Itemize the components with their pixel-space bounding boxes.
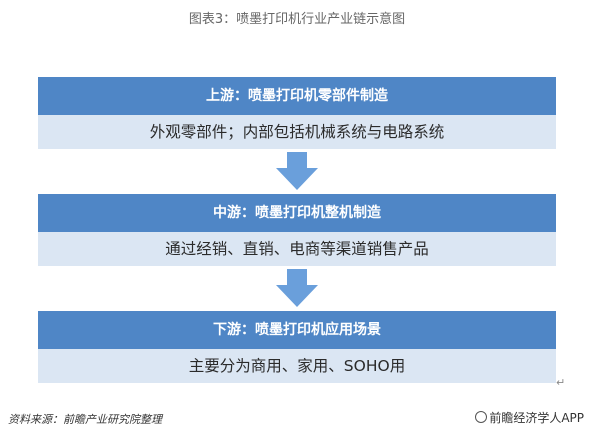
stage-header: 上游：喷墨打印机零部件制造 [38, 77, 556, 115]
stage-header: 中游：喷墨打印机整机制造 [38, 194, 556, 232]
return-mark: ↵ [556, 376, 566, 389]
credit-label: 前瞻经济学人APP [489, 411, 584, 425]
down-arrow-icon [276, 152, 318, 190]
stage-midstream: 中游：喷墨打印机整机制造 通过经销、直销、电商等渠道销售产品 [38, 194, 556, 266]
at-sign-icon [475, 411, 488, 423]
figure-title: 图表3：喷墨打印机行业产业链示意图 [188, 12, 406, 27]
stage-header: 下游：喷墨打印机应用场景 [38, 311, 556, 349]
stage-upstream: 上游：喷墨打印机零部件制造 外观零部件；内部包括机械系统与电路系统 [38, 77, 556, 149]
credit: 前瞻经济学人APP [475, 409, 584, 426]
source-note: 资料来源：前瞻产业研究院整理 [8, 413, 162, 426]
stage-body: 通过经销、直销、电商等渠道销售产品 [38, 232, 556, 266]
stage-body: 主要分为商用、家用、SOHO用 [38, 349, 556, 383]
down-arrow-icon [276, 269, 318, 307]
stage-downstream: 下游：喷墨打印机应用场景 主要分为商用、家用、SOHO用 [38, 311, 556, 383]
stage-body: 外观零部件；内部包括机械系统与电路系统 [38, 115, 556, 149]
